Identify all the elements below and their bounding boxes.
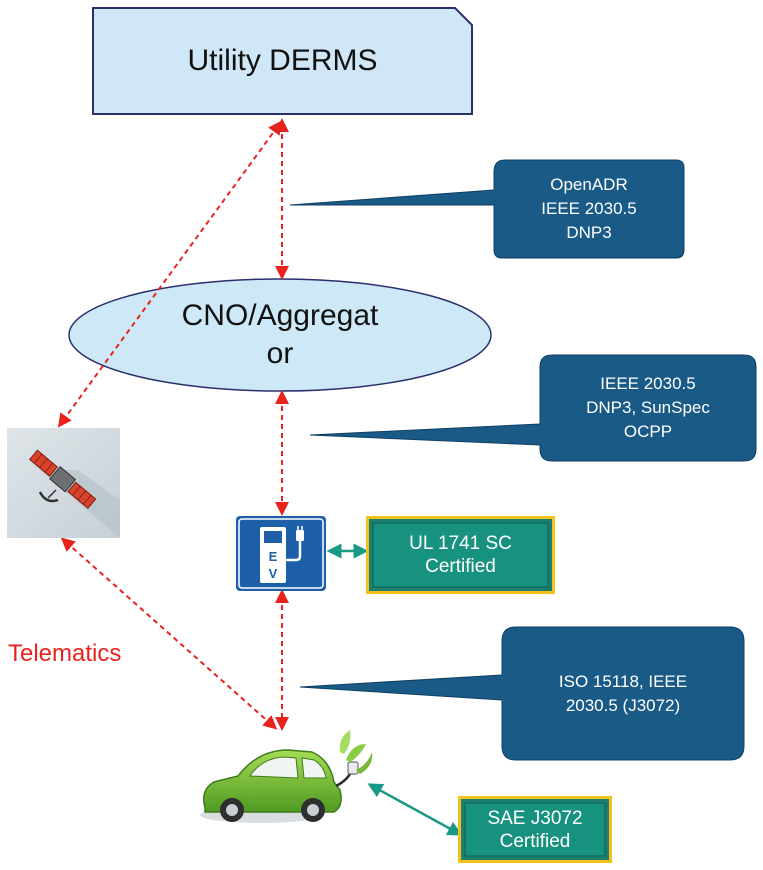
callout-utility-line-1: OpenADR [550, 175, 628, 194]
ul-cert-line-1: UL 1741 SC [409, 533, 512, 554]
link-derms-satellite [57, 120, 283, 428]
link-satellite-car [60, 537, 278, 730]
ul-cert-badge [366, 516, 555, 594]
link-car-sae-cert [367, 783, 463, 836]
aggregator-title: CNO/Aggregat or [70, 280, 490, 390]
callout-charger-line-2: 2030.5 (J3072) [565, 695, 681, 715]
svg-text:V: V [269, 566, 278, 581]
aggregator-title-line-1: CNO/Aggregat [181, 299, 379, 332]
callout-aggregator-text: IEEE 2030.5 DNP3, SunSpec OCPP [540, 355, 756, 461]
derms-box [92, 7, 473, 115]
callout-aggregator-line-3: OCPP [623, 422, 673, 441]
ul-cert-text: UL 1741 SC Certified [373, 523, 548, 587]
satellite-icon [7, 428, 120, 538]
callout-charger-shape [299, 626, 745, 761]
sae-cert-badge [458, 796, 612, 863]
aggregator-title-line-2: or [266, 337, 294, 370]
callout-aggregator-line-1: IEEE 2030.5 [600, 374, 696, 393]
callout-utility-line-3: DNP3 [566, 223, 612, 242]
derms-title: Utility DERMS [187, 44, 378, 77]
callout-utility-text: OpenADR IEEE 2030.5 DNP3 [494, 160, 684, 258]
callout-charger-line-1: ISO 15118, IEEE [558, 671, 688, 691]
telematics-label: Telematics [8, 640, 122, 667]
callout-aggregator-shape [309, 354, 757, 462]
electric-car-icon [200, 730, 373, 823]
callout-aggregator-line-2: DNP3, SunSpec [586, 398, 710, 417]
callout-utility-shape [289, 159, 685, 259]
svg-text:E: E [269, 549, 278, 564]
callout-utility-line-2: IEEE 2030.5 [541, 199, 637, 218]
ul-cert-line-2: Certified [425, 556, 496, 577]
sae-cert-line-1: SAE J3072 [487, 807, 583, 829]
sae-cert-line-2: Certified [499, 830, 571, 852]
sae-cert-text: SAE J3072 Certified [465, 803, 605, 856]
callout-charger-text: ISO 15118, IEEE 2030.5 (J3072) [502, 627, 744, 760]
ev-charger-icon: E V [236, 516, 326, 591]
